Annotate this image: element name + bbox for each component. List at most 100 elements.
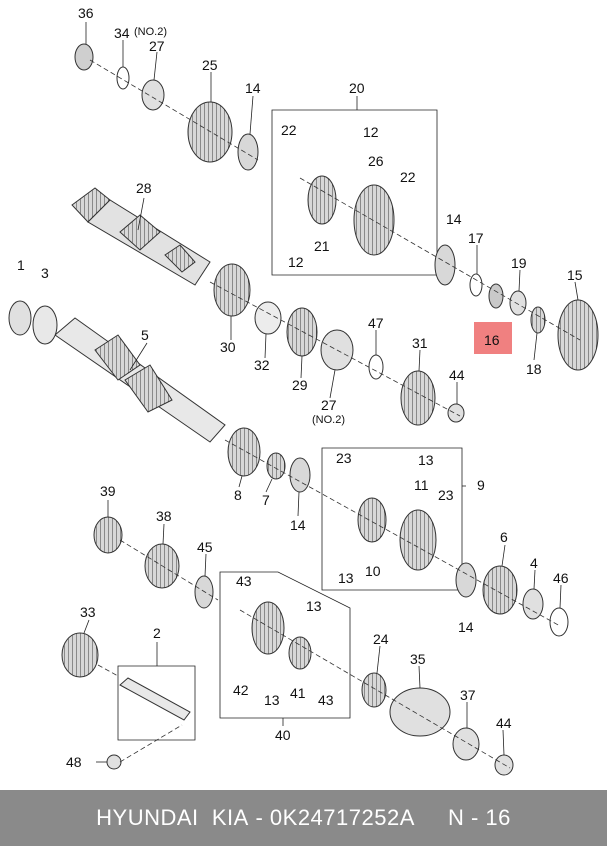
callout-44-upper: 44 (449, 367, 465, 383)
shaft-39 (93, 516, 123, 554)
shift-rod-2 (119, 677, 191, 721)
gear-29 (286, 307, 318, 357)
axis-lines (89, 59, 581, 769)
callout-40: 40 (275, 727, 291, 743)
callout-4: 4 (530, 555, 538, 571)
synchro-ring-14-b (434, 244, 456, 286)
callout-25: 25 (202, 57, 218, 73)
gear-21 (307, 175, 337, 225)
callout-43-a: 43 (236, 573, 252, 589)
callout-14-b: 14 (446, 211, 462, 227)
seal-36 (74, 43, 94, 71)
bearing-27-upper (141, 79, 165, 111)
callout-13-c: 13 (306, 598, 322, 614)
bearing-18 (530, 306, 546, 334)
callout-38: 38 (156, 508, 172, 524)
callout-5: 5 (141, 327, 149, 343)
callout-13-b: 13 (338, 570, 354, 586)
callout-27-upper: 27 (149, 38, 165, 54)
callout-32: 32 (254, 357, 270, 373)
callout-8: 8 (234, 487, 242, 503)
callout-41: 41 (290, 685, 306, 701)
callout-3: 3 (41, 265, 49, 281)
footer-brand: HYUNDAI KIA (96, 805, 249, 830)
footer-part-number: 0K24717252A (269, 805, 415, 830)
callout-14-a: 14 (245, 80, 261, 96)
washer-46 (549, 607, 569, 637)
race-3 (32, 305, 58, 345)
callout-35: 35 (410, 651, 426, 667)
callout-22-b: 22 (400, 169, 416, 185)
callout-15: 15 (567, 267, 583, 283)
bolt-48 (106, 754, 122, 770)
gear-30 (213, 263, 251, 317)
callout-34-note: (NO.2) (134, 26, 167, 38)
group-box-20 (271, 109, 438, 276)
callout-14-d: 14 (458, 619, 474, 635)
main-shaft-5 (54, 317, 226, 443)
callout-9: 9 (477, 477, 485, 493)
gear-33 (61, 632, 99, 678)
ring-45 (194, 575, 214, 609)
callout-11: 11 (414, 477, 429, 493)
callout-24: 24 (373, 631, 389, 647)
sleeve-26 (353, 184, 395, 256)
transmission-exploded-diagram: 36 34 (NO.2) 27 25 14 20 22 12 26 22 21 … (8, 5, 599, 776)
callout-labels: 36 34 (NO.2) 27 25 14 20 22 12 26 22 21 … (17, 5, 583, 770)
callout-2: 2 (153, 625, 161, 641)
callout-29: 29 (292, 377, 308, 393)
callout-46: 46 (553, 570, 569, 586)
sleeve-11 (399, 509, 437, 571)
footer-separator: - (248, 805, 270, 830)
callout-39: 39 (100, 483, 116, 499)
group-box-9 (321, 447, 463, 591)
callout-13-d: 13 (264, 692, 280, 708)
callout-28: 28 (136, 180, 152, 196)
callout-23-b: 23 (438, 487, 454, 503)
callout-36: 36 (78, 5, 94, 21)
callout-19: 19 (511, 255, 527, 271)
bearing-1 (8, 300, 32, 336)
bearing-7 (266, 452, 286, 480)
callout-48: 48 (66, 754, 82, 770)
footer-gap (415, 805, 448, 831)
snap-ring-34 (116, 66, 130, 90)
gear-10 (357, 497, 387, 543)
counter-shaft-28 (71, 187, 211, 286)
callout-13-a: 13 (418, 452, 434, 468)
nut-44-upper (447, 403, 465, 423)
ring-19 (509, 290, 527, 316)
callout-30: 30 (220, 339, 236, 355)
gear-24 (361, 672, 387, 708)
callout-17: 17 (468, 230, 484, 246)
group-box-40 (219, 571, 351, 719)
bracket-35 (389, 687, 451, 737)
callout-18: 18 (526, 361, 542, 377)
callout-34: 34 (114, 25, 130, 41)
gear-15 (557, 299, 599, 371)
sleeve-42 (251, 601, 285, 655)
gear-8 (227, 427, 261, 477)
ring-17 (469, 273, 483, 297)
washer-47 (368, 354, 384, 380)
synchro-ring-14-a (237, 133, 259, 171)
footer-ref: N - 16 (447, 805, 511, 830)
callout-26: 26 (368, 153, 384, 169)
callout-44-lower: 44 (496, 715, 512, 731)
callout-45: 45 (197, 539, 213, 555)
synchro-ring-14-c (289, 457, 311, 493)
callout-16: 16 (484, 332, 500, 348)
callout-10: 10 (365, 563, 381, 579)
callout-43-b: 43 (318, 692, 334, 708)
callout-23-a: 23 (336, 450, 352, 466)
callout-27-lower: 27 (321, 397, 337, 413)
callout-47: 47 (368, 315, 384, 331)
callout-12-a: 12 (363, 124, 379, 140)
gear-25 (187, 101, 233, 163)
nut-44-lower (494, 754, 514, 776)
callout-12-b: 12 (288, 254, 304, 270)
callout-37: 37 (460, 687, 476, 703)
gear-31 (400, 370, 436, 426)
callout-7: 7 (262, 492, 270, 508)
callout-33: 33 (80, 604, 96, 620)
